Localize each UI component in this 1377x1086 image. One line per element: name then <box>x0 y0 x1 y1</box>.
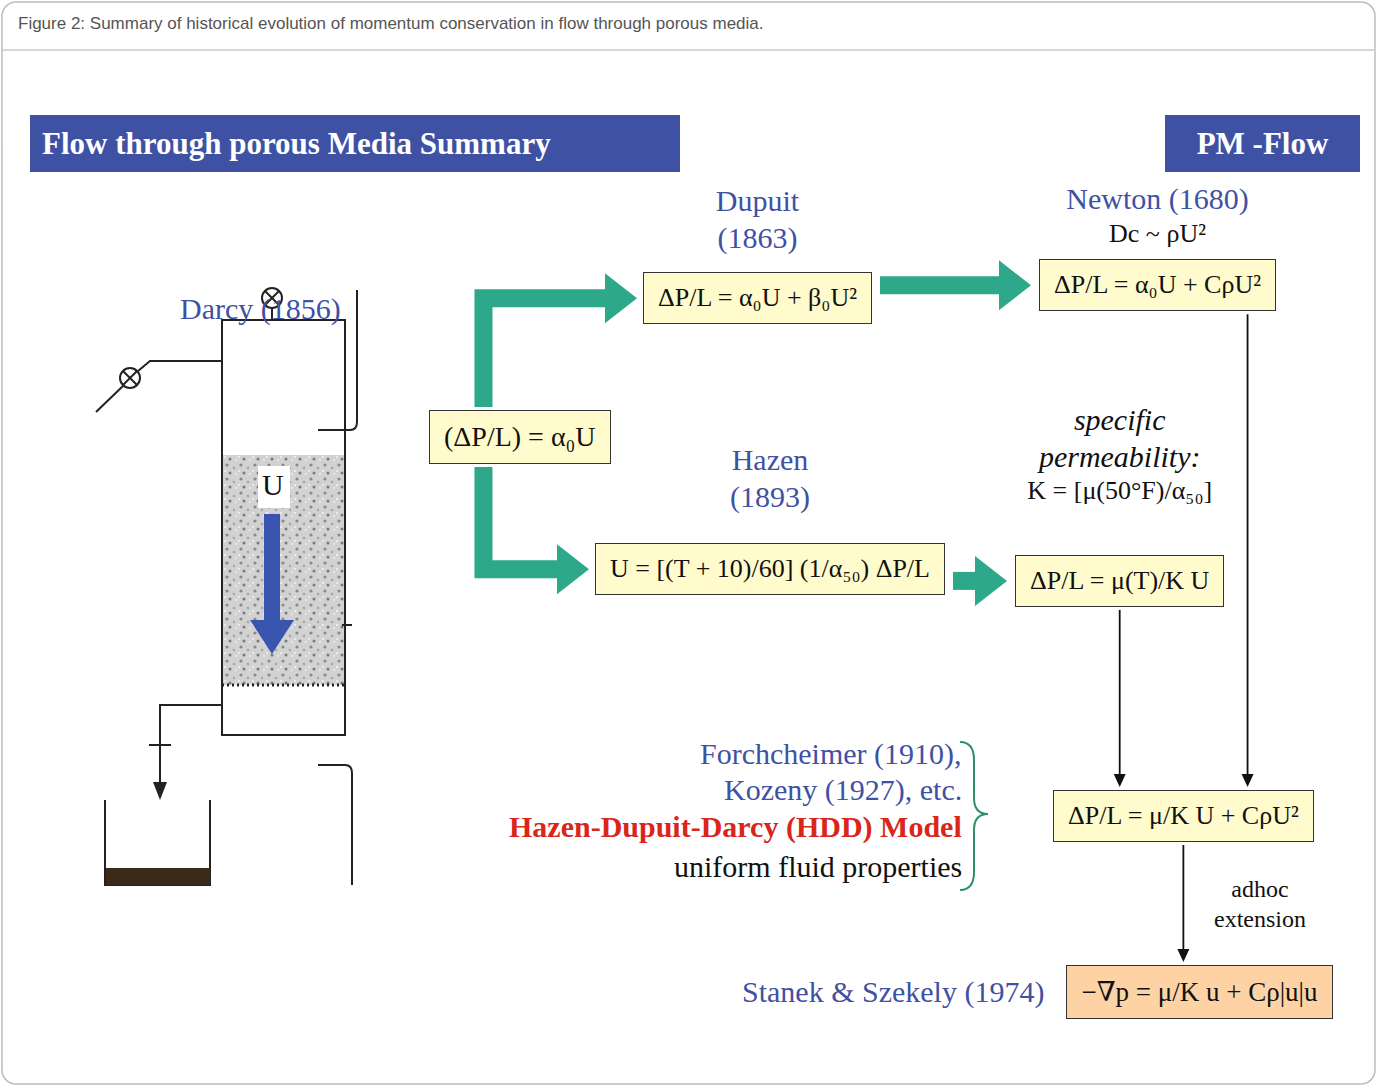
equation-box: ΔP/L = α₀U + CρU² <box>1039 259 1276 311</box>
equation-box: ΔP/L = μ/K U + CρU² <box>1053 790 1314 842</box>
equation-node: (ΔP/L) = α₀U <box>429 410 611 464</box>
arrow-head <box>1242 774 1254 787</box>
equation-text: (ΔP/L) = α₀U <box>444 421 596 453</box>
connector-line <box>1247 314 1249 774</box>
thin-arrow <box>1177 845 1189 962</box>
green-flow-arrow <box>953 556 1007 606</box>
equation-text: ΔP/L = α₀U + β₀U² <box>658 283 857 313</box>
equation-node: Newton (1680)Dc ~ ρU² ΔP/L = α₀U + CρU² <box>1039 181 1276 311</box>
heading-group: Stanek & Szekely (1974) <box>742 974 1044 1011</box>
model-note: Hazen-Dupuit-Darcy (HDD) Model <box>509 810 962 844</box>
rule <box>2 49 1375 51</box>
header-bar: Flow through porous Media Summary <box>30 115 680 172</box>
model-note: uniform fluid properties <box>674 850 962 884</box>
figure-caption: Figure 2: Summary of historical evolutio… <box>18 14 764 34</box>
arrow-head <box>999 260 1031 310</box>
equation-node: Stanek & Szekely (1974) −∇p = μ/K u + Cρ|… <box>742 965 1333 1019</box>
equation-box: ΔP/L = α₀U + β₀U² <box>643 272 872 324</box>
model-note: Forchcheimer (1910), <box>700 737 962 771</box>
connector-line <box>880 276 999 294</box>
model-note: Kozeny (1927), etc. <box>724 773 962 807</box>
header-bar: PM -Flow <box>1165 115 1360 172</box>
equation-text: −∇p = μ/K u + Cρ|u|u <box>1081 976 1317 1008</box>
connector-line <box>1182 845 1184 949</box>
equation-text: ΔP/L = μ/K U + CρU² <box>1068 801 1299 831</box>
apparatus-title: Darcy (1856) <box>180 292 341 326</box>
year-heading: Hazen (1893) <box>700 442 840 515</box>
arrow-head <box>975 556 1007 606</box>
year-heading: K = [μ(50°F)/α₅₀] <box>1027 475 1212 507</box>
equation-text: ΔP/L = μ(T)/K U <box>1030 566 1209 596</box>
equation-node: specific permeability:K = [μ(50°F)/α₅₀] Δ… <box>1015 402 1224 607</box>
equation-box: U = [(T + 10)/60] (1/α₅₀) ΔP/L <box>595 543 945 595</box>
heading-group: Hazen (1893) <box>700 442 840 515</box>
year-heading: Stanek & Szekely (1974) <box>742 974 1044 1011</box>
arrow-head <box>605 273 637 323</box>
bar-title: PM -Flow <box>1197 126 1329 162</box>
thin-arrow <box>1242 314 1254 787</box>
equation-text: ΔP/L = α₀U + CρU² <box>1054 270 1261 300</box>
connector-line <box>483 467 557 569</box>
green-flow-arrow <box>483 273 637 407</box>
edge-label: adhoc extension <box>1205 874 1315 934</box>
heading-group: Newton (1680)Dc ~ ρU² <box>1066 181 1248 249</box>
year-heading: specific permeability: <box>1020 402 1220 475</box>
heading-group: Dupuit (1863) <box>682 183 832 256</box>
equation-box: ΔP/L = μ(T)/K U <box>1015 555 1224 607</box>
equation-node: ΔP/L = μ/K U + CρU² <box>1053 790 1314 842</box>
equation-box: −∇p = μ/K u + Cρ|u|u <box>1066 965 1332 1019</box>
green-flow-arrow <box>880 260 1031 310</box>
connector-line <box>483 298 605 407</box>
bar-title: Flow through porous Media Summary <box>42 126 551 162</box>
equation-node: Dupuit (1863) ΔP/L = α₀U + β₀U² <box>643 183 872 324</box>
curly-bracket <box>960 742 988 890</box>
arrow-head <box>1177 949 1189 962</box>
heading-group: specific permeability:K = [μ(50°F)/α₅₀] <box>1020 402 1220 507</box>
connector-line <box>1119 610 1121 774</box>
arrow-head <box>557 544 589 594</box>
thin-arrow <box>1114 610 1126 787</box>
year-heading: Newton (1680) <box>1066 181 1248 218</box>
green-flow-arrow <box>483 467 589 594</box>
connector-line <box>953 572 975 590</box>
flow-symbol: U <box>262 468 284 502</box>
equation-text: U = [(T + 10)/60] (1/α₅₀) ΔP/L <box>610 554 930 584</box>
arrow-head <box>1114 774 1126 787</box>
equation-box: (ΔP/L) = α₀U <box>429 410 611 464</box>
year-heading: Dc ~ ρU² <box>1109 218 1206 250</box>
year-heading: Dupuit (1863) <box>682 183 832 256</box>
equation-node: Hazen (1893) U = [(T + 10)/60] (1/α₅₀) ΔP… <box>595 442 945 595</box>
